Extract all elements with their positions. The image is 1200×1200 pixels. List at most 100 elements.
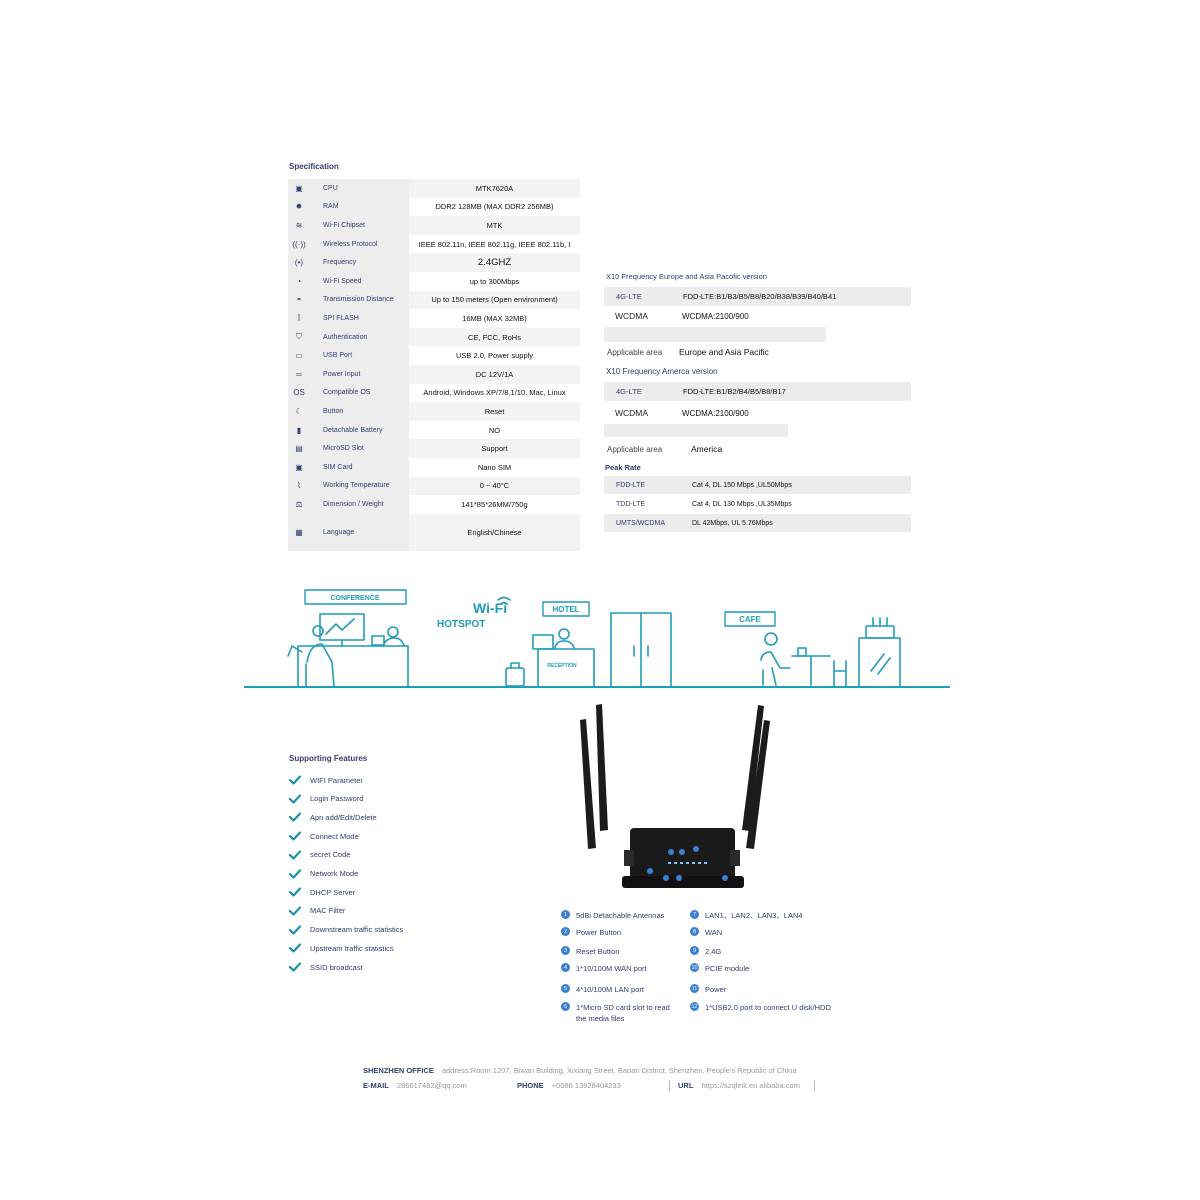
check-icon	[288, 906, 302, 916]
radio-wave-icon: (•)	[294, 258, 304, 268]
spec-value: 141*85*26MM/750g	[409, 495, 580, 514]
spec-value: Support	[409, 439, 580, 458]
feature-label: MAC Filter	[310, 906, 346, 916]
feature-item: Upstream traffic statistics	[288, 942, 394, 954]
spec-label: Working Temperature	[323, 482, 390, 490]
language-icon: ▦	[295, 527, 303, 537]
america-frequency-title: X10 Frequency Amerca version	[606, 367, 718, 376]
spec-label: Power Input	[323, 370, 361, 378]
america-wcdma-label: WCDMA	[615, 408, 649, 418]
feature-item: Login Password	[288, 793, 363, 805]
legend-item: 8 WAN	[690, 927, 840, 938]
footer-divider-end	[814, 1080, 815, 1091]
spec-label-cell: ◓ Transmission Distance	[288, 290, 409, 310]
feature-label: Upstream traffic statistics	[310, 943, 394, 953]
footer-divider	[669, 1080, 670, 1091]
spec-label: Dimension / Weight	[323, 500, 384, 508]
feature-item: Downstream traffic statistics	[288, 924, 403, 936]
check-icon	[288, 887, 302, 897]
spec-value: 16MB (MAX 32MB)	[409, 309, 580, 328]
legend-number-badge: 1	[561, 910, 570, 919]
legend-text: 5dBi Detachable Antennas	[576, 911, 665, 920]
feature-item: Apn add/Edit/Delete	[288, 811, 377, 823]
spec-label: Language	[323, 528, 355, 536]
spec-label: Button	[323, 407, 344, 415]
check-icon	[288, 794, 302, 804]
legend-text: WAN	[705, 928, 723, 937]
legend-item: 5 4*10/100M LAN port	[561, 984, 673, 995]
spec-row: ▮ Detachable Battery NO	[288, 420, 580, 440]
legend-number-badge: 7	[690, 910, 699, 919]
antenna-right-front	[746, 720, 770, 849]
spec-value: Nano SIM	[409, 457, 580, 477]
america-wcdma-value: WCDMA:2100/900	[682, 408, 749, 418]
feature-item: MAC Filter	[288, 905, 345, 917]
footer-email: E-MAIL 286617482@qq.com	[363, 1081, 467, 1090]
spec-value: USB 2.0, Power supply	[409, 346, 580, 365]
spec-row: ((·)) Wireless Protocol IEEE 802.11n, IE…	[288, 234, 580, 254]
peak-rate-row: FDD-LTE Cat 4, DL 150 Mbps ,UL50Mbps	[604, 476, 911, 494]
email-label: E-MAIL	[363, 1081, 389, 1090]
europe-lte-row: 4G-LTE FDD-LTE:B1/B3/B5/B8/B20/B38/B39/B…	[604, 287, 911, 306]
america-wcdma-row: WCDMA WCDMA:2100/900	[604, 403, 911, 423]
spec-label: SIM Card	[323, 463, 353, 471]
spec-label-cell: OS Compatible OS	[288, 383, 409, 403]
peak-rate-value: Cat 4, DL 150 Mbps ,UL50Mbps	[692, 481, 792, 489]
spec-label-cell: ≋ Wi-Fi Chipset	[288, 216, 409, 235]
spec-value: MTK7620A	[409, 179, 580, 198]
antenna-left-back	[596, 704, 608, 831]
spec-label: Compatible OS	[323, 389, 371, 397]
spec-label-cell: ((·)) Wireless Protocol	[288, 234, 409, 254]
spec-value: Android, Windows XP/7/8.1/10, Mac, Linux	[409, 383, 580, 403]
legend-text: PCIE module	[705, 964, 750, 973]
phone-label: PHONE	[517, 1081, 544, 1090]
legend-text: LAN1、LAN2、LAN3、LAN4	[705, 911, 803, 920]
check-icon	[288, 831, 302, 841]
spec-label-cell: ▮ Detachable Battery	[288, 420, 409, 440]
legend-number-badge: 5	[561, 984, 570, 993]
check-icon	[288, 775, 302, 785]
spec-label: Authentication	[323, 333, 368, 341]
feature-label: SSID broadcast	[310, 962, 363, 972]
spec-label: Detachable Battery	[323, 426, 383, 434]
spec-value: English/Chinese	[409, 513, 580, 551]
specification-table: ▣ CPU MTK7620A ✹ RAM DDR2 128MB (MAX DDR…	[288, 179, 580, 551]
ram-icon: ✹	[295, 202, 303, 212]
europe-frequency-title: X10 Frequency Europe and Asia Pacofic ve…	[606, 272, 767, 281]
url-label: URL	[678, 1081, 694, 1090]
peak-rate-label: UMTS/WCDMA	[616, 519, 665, 527]
peak-rate-row: TDD-LTE Cat 4, DL 130 Mbps ,UL35Mbps	[604, 495, 911, 513]
europe-area-value: Europe and Asia Pacific	[679, 347, 769, 357]
email-value[interactable]: 286617482@qq.com	[396, 1081, 467, 1090]
legend-item: 7 LAN1、LAN2、LAN3、LAN4	[690, 910, 840, 921]
conference-label: CONFERENCE	[330, 595, 379, 602]
spec-value: DDR2 128MB (MAX DDR2 256MB)	[409, 197, 580, 217]
legend-text: Power	[705, 985, 727, 994]
spec-row: ▣ SIM Card Nano SIM	[288, 457, 580, 477]
spec-label: SPI FLASH	[323, 314, 359, 322]
europe-area-label: Applicable area	[607, 347, 663, 357]
peak-rate-label: TDD-LTE	[616, 500, 646, 508]
europe-spacer-row	[604, 327, 826, 342]
spec-label: Wi-Fi Speed	[323, 277, 362, 285]
america-spacer-row	[604, 424, 788, 437]
america-lte-label: 4G-LTE	[616, 387, 642, 396]
hotel-label: HOTEL	[552, 605, 579, 614]
spec-row: Ī SPI FLASH 16MB (MAX 32MB)	[288, 309, 580, 328]
url-value[interactable]: https://szqlink.en.alibaba.com	[701, 1081, 800, 1090]
router-photo	[580, 704, 770, 888]
spec-label-cell: ⌇ Working Temperature	[288, 476, 409, 496]
spec-label-cell: ▣ SIM Card	[288, 457, 409, 477]
specification-title: Specification	[289, 162, 339, 171]
feature-label: Connect Mode	[310, 831, 359, 841]
spec-label: Frequency	[323, 259, 357, 267]
legend-item: 10 PCIE module	[690, 963, 840, 974]
spec-label-cell: (•) Frequency	[288, 253, 409, 272]
europe-wcdma-row: WCDMA WCDMA:2100/900	[604, 306, 911, 326]
legend-text: 1*10/100M WAN port	[576, 964, 647, 973]
footer-office: SHENZHEN OFFICE address:Room 1207, Biwan…	[363, 1066, 797, 1075]
spec-label-cell: ⛉ Authentication	[288, 327, 409, 347]
spec-row: ◓ Transmission Distance Up to 150 meters…	[288, 290, 580, 310]
feature-item: DHCP Server	[288, 886, 355, 898]
check-icon	[288, 868, 302, 879]
